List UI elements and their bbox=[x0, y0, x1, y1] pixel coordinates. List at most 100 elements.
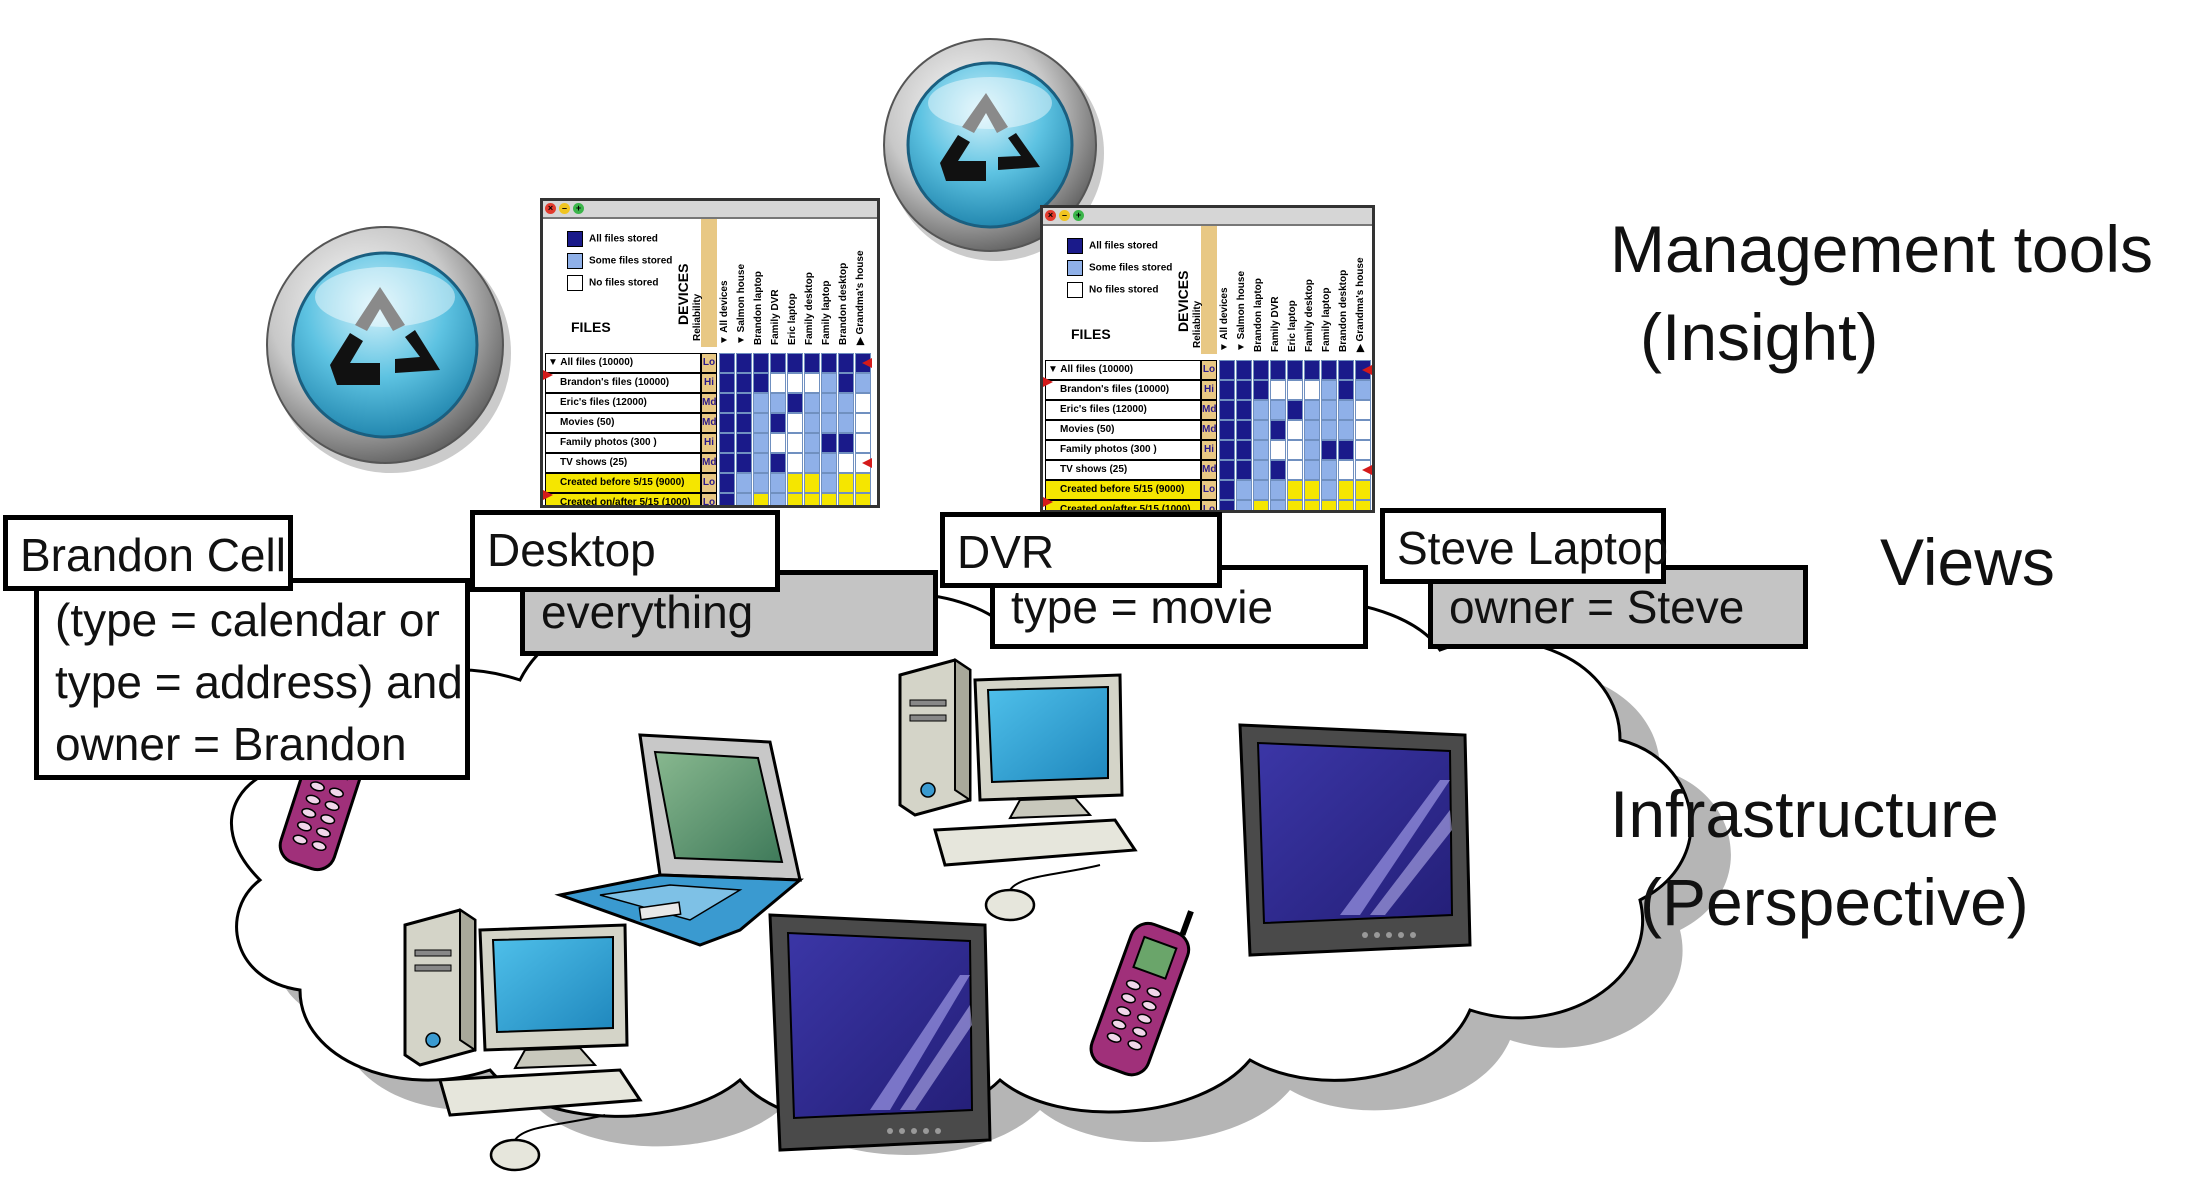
device-column-header[interactable]: Family DVR bbox=[770, 289, 781, 345]
storage-cell[interactable] bbox=[1236, 500, 1252, 510]
storage-cell[interactable] bbox=[1236, 480, 1252, 500]
storage-cell[interactable] bbox=[1236, 420, 1252, 440]
device-column-header[interactable]: ▶ Grandma's house bbox=[1355, 257, 1366, 352]
storage-cell[interactable] bbox=[787, 433, 803, 453]
storage-cell[interactable] bbox=[1253, 420, 1269, 440]
close-button[interactable]: × bbox=[1045, 210, 1056, 221]
storage-cell[interactable] bbox=[1355, 380, 1371, 400]
device-column-header[interactable]: ▼ All devices bbox=[719, 280, 730, 345]
storage-cell[interactable] bbox=[787, 453, 803, 473]
device-column-header[interactable]: ▶ Grandma's house bbox=[855, 250, 866, 345]
storage-cell[interactable] bbox=[838, 433, 854, 453]
storage-cell[interactable] bbox=[838, 453, 854, 473]
alert-flag-icon[interactable] bbox=[543, 490, 553, 500]
storage-cell[interactable] bbox=[719, 473, 735, 493]
storage-cell[interactable] bbox=[736, 353, 752, 373]
minimize-button[interactable]: – bbox=[1059, 210, 1070, 221]
file-group-row[interactable]: Movies (50) bbox=[545, 413, 701, 433]
storage-cell[interactable] bbox=[1321, 360, 1337, 380]
storage-cell[interactable] bbox=[1321, 500, 1337, 510]
storage-cell[interactable] bbox=[804, 453, 820, 473]
storage-cell[interactable] bbox=[1355, 500, 1371, 510]
file-group-row[interactable]: Brandon's files (10000) bbox=[1045, 380, 1201, 400]
storage-cell[interactable] bbox=[787, 473, 803, 493]
storage-cell[interactable] bbox=[838, 353, 854, 373]
storage-cell[interactable] bbox=[1270, 440, 1286, 460]
storage-cell[interactable] bbox=[719, 393, 735, 413]
storage-cell[interactable] bbox=[1304, 360, 1320, 380]
storage-cell[interactable] bbox=[736, 393, 752, 413]
storage-cell[interactable] bbox=[1236, 400, 1252, 420]
storage-cell[interactable] bbox=[753, 393, 769, 413]
storage-cell[interactable] bbox=[1219, 460, 1235, 480]
file-group-row[interactable]: Family photos (300 ) bbox=[1045, 440, 1201, 460]
storage-cell[interactable] bbox=[770, 373, 786, 393]
alert-flag-icon[interactable] bbox=[1043, 377, 1053, 387]
storage-cell[interactable] bbox=[804, 353, 820, 373]
storage-cell[interactable] bbox=[855, 393, 871, 413]
maximize-button[interactable]: + bbox=[573, 203, 584, 214]
maximize-button[interactable]: + bbox=[1073, 210, 1084, 221]
file-group-row[interactable]: Family photos (300 ) bbox=[545, 433, 701, 453]
storage-cell[interactable] bbox=[770, 393, 786, 413]
storage-cell[interactable] bbox=[1219, 360, 1235, 380]
file-group-row[interactable]: Eric's files (12000) bbox=[1045, 400, 1201, 420]
storage-cell[interactable] bbox=[838, 373, 854, 393]
storage-cell[interactable] bbox=[1236, 460, 1252, 480]
storage-cell[interactable] bbox=[1338, 480, 1354, 500]
file-group-row[interactable]: Created before 5/15 (9000) bbox=[1045, 480, 1201, 500]
storage-cell[interactable] bbox=[770, 413, 786, 433]
storage-cell[interactable] bbox=[787, 393, 803, 413]
storage-cell[interactable] bbox=[736, 453, 752, 473]
storage-cell[interactable] bbox=[1287, 360, 1303, 380]
storage-cell[interactable] bbox=[838, 393, 854, 413]
storage-cell[interactable] bbox=[753, 453, 769, 473]
storage-cell[interactable] bbox=[753, 493, 769, 505]
storage-cell[interactable] bbox=[804, 413, 820, 433]
alert-flag-icon[interactable] bbox=[1043, 497, 1053, 507]
storage-cell[interactable] bbox=[1219, 420, 1235, 440]
storage-cell[interactable] bbox=[1270, 420, 1286, 440]
storage-cell[interactable] bbox=[770, 453, 786, 473]
alert-flag-icon[interactable] bbox=[862, 458, 872, 468]
storage-cell[interactable] bbox=[1270, 360, 1286, 380]
storage-cell[interactable] bbox=[736, 493, 752, 505]
storage-cell[interactable] bbox=[1355, 480, 1371, 500]
storage-cell[interactable] bbox=[821, 453, 837, 473]
storage-cell[interactable] bbox=[855, 433, 871, 453]
storage-cell[interactable] bbox=[1338, 420, 1354, 440]
file-group-row[interactable]: Created on/after 5/15 (1000) bbox=[545, 493, 701, 505]
device-column-header[interactable]: ▼ All devices bbox=[1219, 287, 1230, 352]
device-column-header[interactable]: ▼ Salmon house bbox=[736, 263, 747, 345]
device-column-header[interactable]: Eric laptop bbox=[787, 293, 798, 345]
storage-cell[interactable] bbox=[736, 433, 752, 453]
storage-cell[interactable] bbox=[1321, 400, 1337, 420]
file-group-row[interactable]: Brandon's files (10000) bbox=[545, 373, 701, 393]
storage-cell[interactable] bbox=[1236, 440, 1252, 460]
storage-cell[interactable] bbox=[855, 413, 871, 433]
storage-cell[interactable] bbox=[1253, 440, 1269, 460]
file-group-row[interactable]: Created before 5/15 (9000) bbox=[545, 473, 701, 493]
storage-cell[interactable] bbox=[1304, 420, 1320, 440]
storage-cell[interactable] bbox=[770, 473, 786, 493]
storage-cell[interactable] bbox=[855, 493, 871, 505]
storage-cell[interactable] bbox=[1253, 460, 1269, 480]
storage-cell[interactable] bbox=[855, 473, 871, 493]
storage-cell[interactable] bbox=[1338, 400, 1354, 420]
device-column-header[interactable]: Family desktop bbox=[1304, 279, 1315, 352]
storage-cell[interactable] bbox=[1287, 440, 1303, 460]
device-column-header[interactable]: Family DVR bbox=[1270, 296, 1281, 352]
device-column-header[interactable]: Brandon desktop bbox=[1338, 269, 1349, 352]
storage-cell[interactable] bbox=[753, 373, 769, 393]
storage-cell[interactable] bbox=[1355, 440, 1371, 460]
storage-cell[interactable] bbox=[1287, 400, 1303, 420]
storage-cell[interactable] bbox=[753, 433, 769, 453]
device-column-header[interactable]: Brandon laptop bbox=[753, 271, 764, 345]
storage-cell[interactable] bbox=[719, 373, 735, 393]
close-button[interactable]: × bbox=[545, 203, 556, 214]
alert-flag-icon[interactable] bbox=[1362, 365, 1372, 375]
storage-cell[interactable] bbox=[1219, 400, 1235, 420]
storage-cell[interactable] bbox=[1321, 440, 1337, 460]
